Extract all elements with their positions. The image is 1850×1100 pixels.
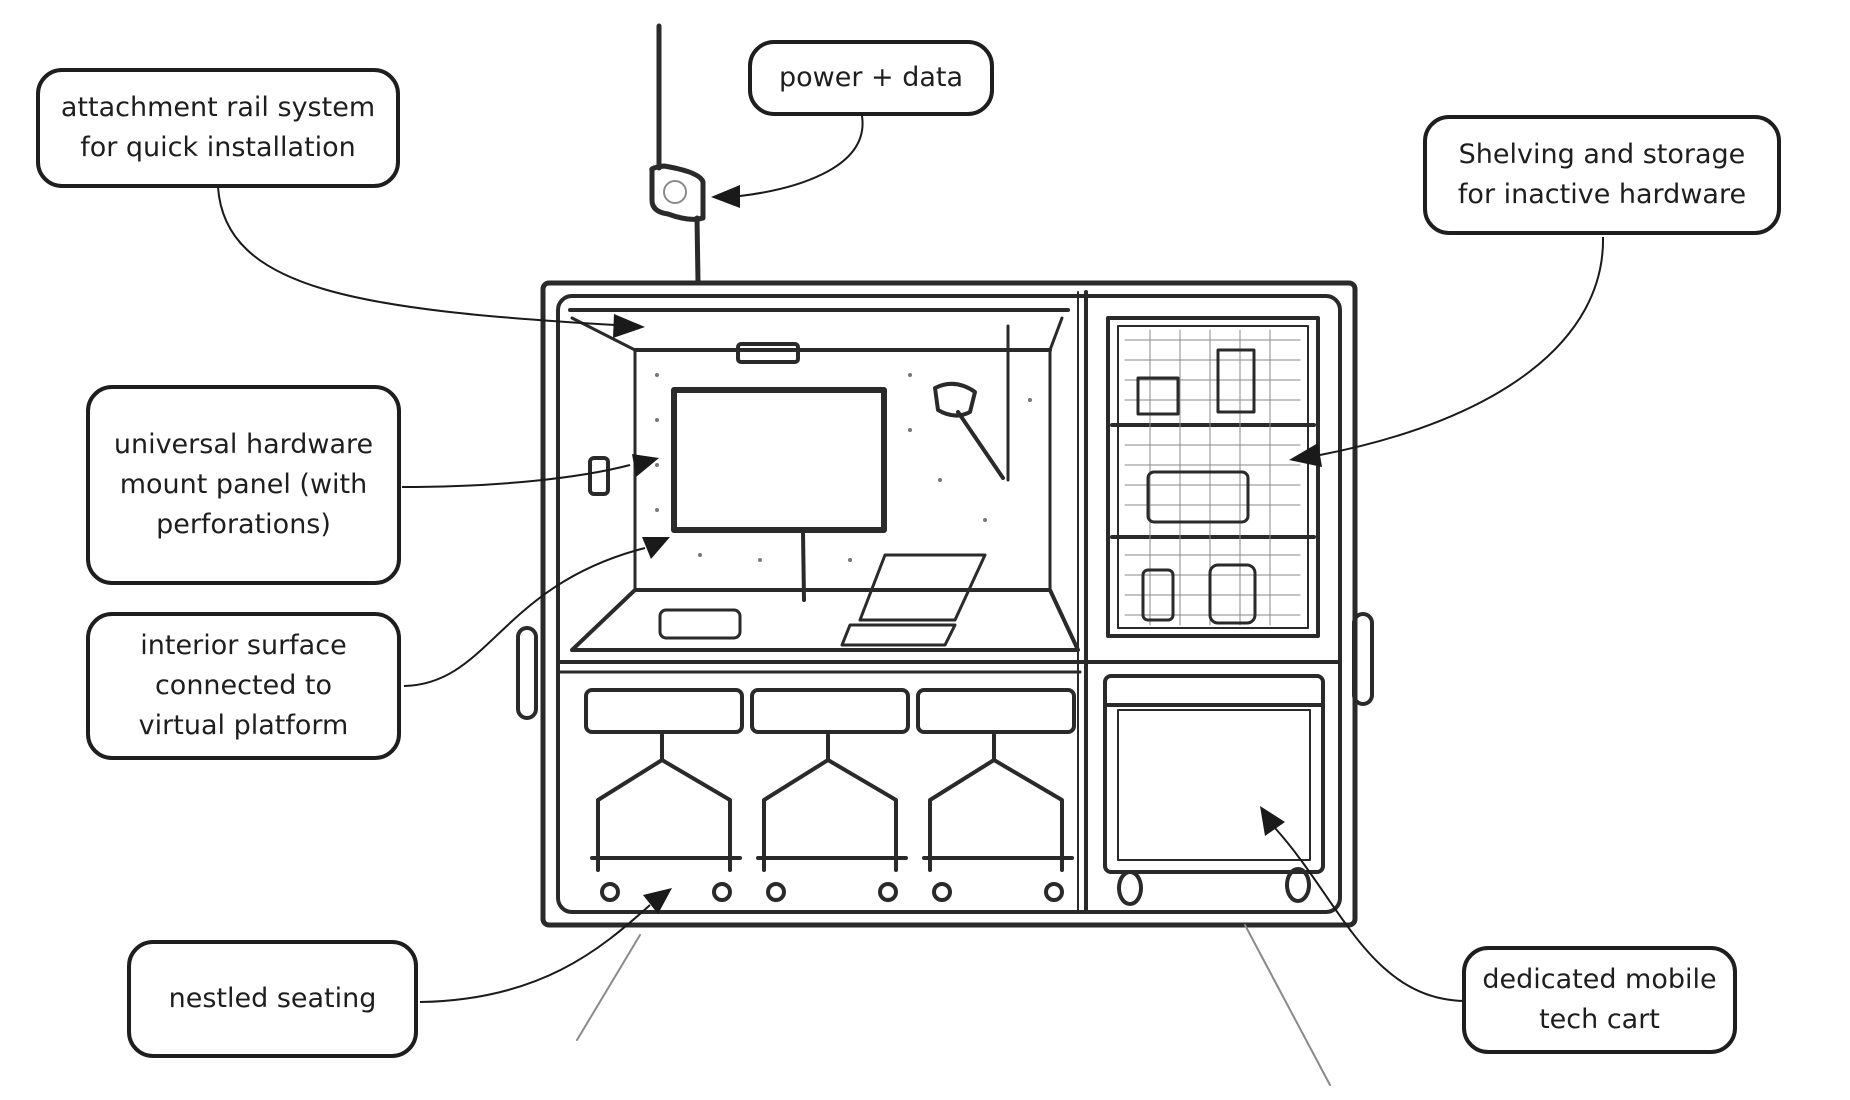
power-outlet-icon [663, 180, 687, 204]
booth-frame [516, 280, 1374, 1086]
task-lamp [933, 381, 1005, 480]
rail-light [736, 342, 800, 364]
arrowhead-icon [632, 454, 659, 477]
workspace-niche [568, 308, 1080, 652]
stool [584, 688, 744, 902]
arrowhead-icon [711, 185, 740, 208]
callout-shelving: Shelving and storage for inactive hardwa… [1423, 115, 1781, 235]
mobile-cart [1103, 674, 1325, 906]
leader-cart [1274, 827, 1467, 1002]
shelving-unit [1106, 316, 1320, 638]
leader-power [739, 115, 864, 197]
callout-rail-system: attachment rail system for quick install… [36, 68, 400, 188]
laptop [840, 553, 987, 647]
callout-mount-panel: universal hardware mount panel (with per… [86, 385, 401, 585]
leader-seating [419, 904, 651, 1003]
arrowhead-icon [642, 537, 670, 559]
arrowhead-icon [1260, 806, 1285, 836]
leader-rail [217, 186, 616, 326]
tablet [658, 608, 742, 640]
callout-interior-surface: interior surface connected to virtual pl… [86, 612, 401, 760]
callout-power-data: power + data [748, 40, 994, 116]
seating-row [584, 688, 1076, 902]
perforations [655, 373, 1032, 562]
callout-nestled-seating: nestled seating [127, 940, 418, 1058]
callout-mobile-cart: dedicated mobile tech cart [1462, 946, 1737, 1054]
power-cable [649, 23, 706, 285]
leader-shelving [1319, 236, 1605, 456]
leader-surface [403, 547, 646, 687]
leader-lines [217, 115, 1605, 1003]
desk-surface [570, 588, 1080, 652]
arrowhead-icon [1289, 443, 1322, 467]
monitor [671, 387, 887, 533]
arrowhead-icon [613, 314, 645, 338]
leader-mount-panel [401, 464, 631, 488]
stool [916, 688, 1076, 902]
shelf-hatching [1124, 329, 1301, 626]
arrowhead-icon [643, 888, 672, 914]
stool [750, 688, 910, 902]
